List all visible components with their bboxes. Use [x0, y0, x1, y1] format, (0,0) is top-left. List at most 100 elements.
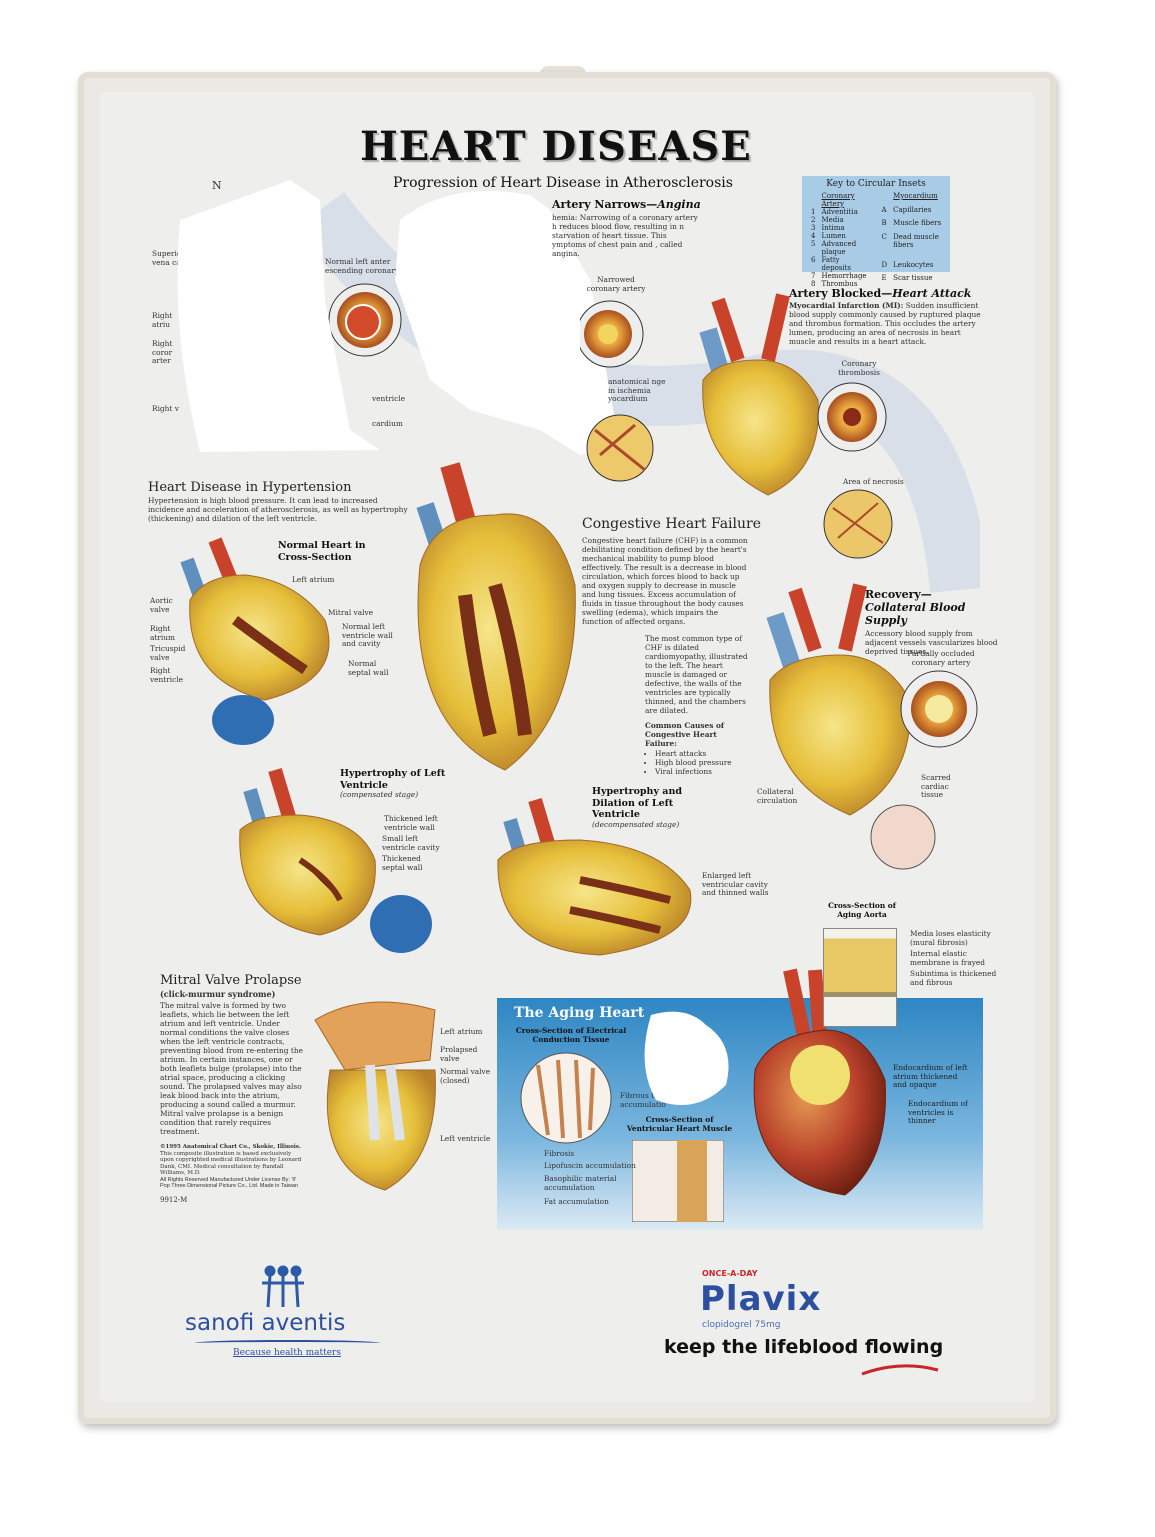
hypertrophy-heart-illustration [239, 767, 376, 936]
heart-attack-block: Artery Blocked—Heart Attack Myocardial I… [789, 287, 989, 346]
thrombosis-inset [817, 382, 887, 452]
key-item: Scar tissue [893, 274, 933, 283]
label-aortic-valve: Aortic valve [150, 596, 173, 614]
angina-block: Artery Narrows—Angina hemia: Narrowing o… [552, 198, 702, 258]
dilation-stage: (decompensated stage) [592, 819, 680, 829]
label-normal-septal: Normal septal wall [348, 659, 389, 677]
page-title: HEART DISEASE [360, 123, 752, 170]
key-item: Intima [821, 224, 845, 232]
ischemia-inset [586, 414, 654, 482]
heart-attack-heading: Artery Blocked—Heart Attack [789, 287, 972, 300]
key-item: Media [821, 216, 844, 224]
page-subtitle: Progression of Heart Disease in Atherosc… [393, 175, 733, 191]
label-small-lv-cavity: Small left ventricle cavity [382, 834, 440, 852]
label-subintima: Subintima is thickened and fibrous [910, 969, 997, 987]
recovery-heart-illustration [766, 583, 911, 816]
chf-paragraph-2: The most common type of CHF is dilated c… [645, 634, 748, 715]
label-left-atrium: Left atrium [292, 575, 335, 584]
label-fragment-n: N [212, 179, 222, 192]
label-fibrous: Fibrous tis accumulatio [620, 1091, 666, 1109]
key-item: Capillaries [893, 205, 932, 214]
hypertrophy-block: Hypertrophy of Left Ventricle (compensat… [340, 768, 470, 800]
chf-causes-list: Heart attacks High blood pressure Viral … [645, 749, 750, 776]
label-tricuspid: Tricuspid valve [150, 644, 186, 662]
sanofi-people-logo-icon [262, 1265, 304, 1308]
missing-piece-aging [644, 1011, 729, 1105]
key-col1-title: Coronary Artery [821, 192, 855, 208]
label-mitral-valve: Mitral valve [328, 608, 374, 617]
key-item: Leukocytes [893, 260, 934, 269]
label-fibrosis: Fibrosis [544, 1149, 575, 1158]
list-item: High blood pressure [655, 758, 750, 767]
angina-text: hemia: Narrowing of a coronary artery h … [552, 213, 698, 258]
necrosis-inset [823, 489, 893, 559]
sanofi-swoosh [195, 1340, 380, 1346]
label-partially-occluded: Partially occluded coronary artery [907, 649, 975, 667]
mvp-block: Mitral Valve Prolapse (click-murmur synd… [160, 973, 305, 1204]
normal-heart-title: Normal Heart in Cross-Section [278, 540, 366, 563]
normal-heart-illustration [180, 537, 330, 701]
label-endocardium-atrium: Endocardium of left atrium thickened and… [893, 1063, 968, 1089]
muscle-inset [632, 1140, 724, 1222]
chf-block: Congestive Heart Failure Congestive hear… [582, 516, 761, 776]
credit-copyright: ©1995 Anatomical Chart Co., Skokie, Illi… [160, 1144, 301, 1150]
heart-attack-text: Myocardial Infarction (MI): Sudden insuf… [789, 301, 981, 346]
hypertension-block: Heart Disease in Hypertension Hypertensi… [148, 480, 408, 523]
label-mvp-left-ventricle: Left ventricle [440, 1134, 491, 1143]
label-collateral: Collateral circulation [757, 787, 798, 805]
recovery-block: Recovery—Collateral Blood Supply Accesso… [865, 588, 1000, 656]
red-swoosh-icon [861, 1364, 939, 1376]
label-fat: Fat accumulation [544, 1197, 609, 1206]
label-right-ventricle-normal: Right ventricle [150, 666, 184, 684]
narrowed-artery-inset [580, 300, 644, 368]
label-normal-lv: Normal left ventricle wall and cavity [342, 622, 393, 648]
mvp-text: The mitral valve is formed by two leafle… [160, 1001, 303, 1136]
label-coronary-thrombosis: Coronary thrombosis [838, 359, 880, 377]
label-endocardium-ventricles: Endocardium of ventricles is thinner [908, 1099, 968, 1125]
label-right-atrium-normal: Right atrium [150, 624, 176, 642]
label-lipofuscin: Lipofuscin accumulation [544, 1161, 636, 1170]
plavix-slogan: keep the lifeblood flowing [664, 1336, 944, 1358]
label-right-atrium: Right atriu [152, 311, 173, 329]
recovery-heading: Recovery—Collateral Blood Supply [865, 588, 966, 627]
key-item: Muscle fibers [893, 219, 942, 228]
chf-causes-title: Common Causes of Congestive Heart Failur… [645, 721, 725, 748]
dilation-title: Hypertrophy and Dilation of Left Ventric… [592, 786, 682, 820]
key-item: Dead muscle fibers [893, 233, 939, 250]
label-normal-lad: Normal left anter escending coronary [325, 257, 399, 275]
occluded-artery-inset [900, 670, 978, 748]
key-item: Thrombus [821, 280, 858, 288]
aorta-title: Cross-Section of Aging Aorta [828, 901, 896, 919]
aorta-inset [823, 928, 897, 1027]
hypertrophy-stage: (compensated stage) [340, 790, 419, 799]
label-prolapsed-valve: Prolapsed valve [440, 1045, 478, 1063]
label-elastic-membrane: Internal elastic membrane is frayed [910, 949, 986, 967]
dilation-block: Hypertrophy and Dilation of Left Ventric… [592, 786, 707, 829]
chf-paragraph-1: Congestive heart failure (CHF) is a comm… [582, 536, 748, 626]
key-item: Advanced plaque [821, 240, 857, 256]
conduction-inset [520, 1052, 612, 1144]
plavix-once-a-day: ONCE-A-DAY [702, 1269, 758, 1278]
credits: ©1995 Anatomical Chart Co., Skokie, Illi… [160, 1144, 305, 1204]
label-scarred-tissue: Scarred cardiac tissue [921, 773, 951, 799]
credit-manufacturer: All Rights Reserved Manufactured Under L… [160, 1176, 298, 1190]
sanofi-logo: sanofi aventis [185, 1310, 346, 1336]
sanofi-tagline: Because health matters [233, 1348, 341, 1358]
key-item: Hemorrhage [821, 272, 867, 280]
key-item: Fatty deposits [821, 256, 852, 272]
key-item: Lumen [821, 232, 846, 240]
muscle-title: Cross-Section of Ventricular Heart Muscl… [626, 1115, 733, 1133]
mvp-heart-illustration [314, 1001, 436, 1191]
mvp-subheading: (click-murmur syndrome) [160, 989, 276, 999]
normal-artery-inset [328, 283, 402, 357]
chf-heart-illustration [416, 462, 576, 771]
hypertension-heading: Heart Disease in Hypertension [148, 480, 352, 495]
plavix-logo: Plavix [700, 1279, 822, 1319]
conduction-title: Cross-Section of Electrical Conduction T… [515, 1026, 627, 1044]
list-item: Viral infections [655, 767, 750, 776]
plavix-dose: clopidogrel 75mg [702, 1320, 781, 1330]
label-narrowed-artery: Narrowed coronary artery [586, 275, 646, 293]
label-right-ventricle: Right v [152, 404, 179, 413]
